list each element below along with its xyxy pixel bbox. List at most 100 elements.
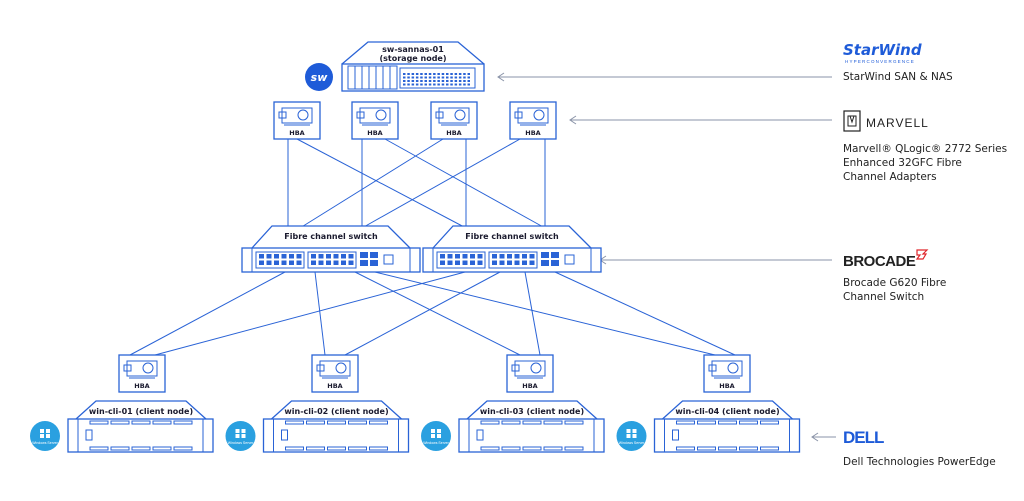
- switch-port-icon: [455, 260, 460, 265]
- windows-server-text: Windows Server: [423, 441, 449, 445]
- arrow-head-icon: [497, 72, 505, 82]
- hba-fan-icon: [530, 362, 542, 374]
- hba-card: HBA: [118, 354, 166, 393]
- vent-grille: [424, 80, 427, 82]
- vent-grille: [403, 83, 406, 86]
- hba-card: HBA: [430, 101, 478, 140]
- bezel-slot: [697, 446, 716, 451]
- dell-logo: DELL: [843, 428, 884, 447]
- client-bezel: [75, 400, 207, 420]
- hba-board-icon: [359, 107, 391, 124]
- client-bezel: [271, 400, 402, 420]
- hba-fan-icon: [335, 362, 347, 374]
- hba-fan-icon: [533, 109, 545, 121]
- port-group: [488, 251, 538, 269]
- starwind-badge-text: sw: [311, 71, 329, 84]
- switch-port-icon: [522, 254, 527, 259]
- vent-grille: [420, 80, 423, 82]
- connections: [129, 138, 736, 356]
- vent-grille: [411, 76, 415, 79]
- fibre-link: [344, 271, 501, 356]
- windows-server-text: Windows Server: [32, 441, 58, 445]
- vent-grille: [450, 73, 453, 75]
- starwind-logo-sub: HYPERCONVERGENCE: [845, 59, 915, 64]
- vent-grille: [467, 76, 470, 79]
- vent-grille: [441, 80, 445, 82]
- storage-node-name: sw-sannas-01: [382, 45, 444, 54]
- windows-server-icon: [616, 421, 647, 451]
- switch-label: Fibre channel switch: [284, 232, 378, 241]
- marvell-logo-icon: [843, 110, 861, 132]
- port-group: [436, 251, 486, 269]
- switch-port-icon: [341, 254, 346, 259]
- bezel-slot: [739, 446, 758, 451]
- bezel-slot: [676, 446, 695, 451]
- pointer-arrow: [569, 115, 832, 125]
- bezel-slot: [760, 446, 779, 451]
- vent-grille: [415, 83, 419, 86]
- vent-grille: [415, 76, 419, 79]
- bezel-slot: [718, 420, 737, 425]
- brocade-mark-icon: [915, 249, 929, 260]
- switch-port-icon: [522, 260, 527, 265]
- hba-label: HBA: [327, 382, 342, 390]
- switch-port-icon: [296, 254, 302, 259]
- switch-port-icon: [462, 254, 468, 259]
- bezel-slot: [522, 420, 542, 425]
- switch-port-icon: [477, 260, 483, 265]
- marvell-logo: MARVELL: [866, 116, 929, 130]
- vent-grille: [407, 76, 410, 79]
- vent-grille: [463, 76, 466, 79]
- port-group: [255, 251, 305, 269]
- switch-bezel: [432, 225, 592, 249]
- vent-grille: [441, 76, 445, 79]
- vent-grille: [403, 80, 406, 82]
- storage-node-role: (storage node): [379, 54, 446, 63]
- fibre-link: [354, 271, 521, 356]
- hba-board-icon: [319, 360, 351, 377]
- vent-grille: [467, 83, 470, 86]
- fibre-link: [384, 138, 546, 229]
- windows-server-text: Windows Server: [619, 441, 645, 445]
- vent-grille: [428, 76, 432, 79]
- bezel-slot: [306, 446, 325, 451]
- fibre-link: [524, 271, 541, 356]
- vent-grille: [407, 83, 410, 86]
- vent-grille: [458, 73, 462, 75]
- hba-port-icon: [278, 111, 287, 119]
- windows-logo-icon: [431, 429, 441, 438]
- bezel-slot: [285, 420, 304, 425]
- fibre-channel-switch: Fibre channel switch: [422, 225, 602, 273]
- hba-port-icon: [511, 364, 520, 372]
- vent-grille: [441, 73, 445, 75]
- hba-label: HBA: [719, 382, 734, 390]
- vent-grille: [433, 73, 436, 75]
- vent-grille: [458, 76, 462, 79]
- hba-card: HBA: [351, 101, 399, 140]
- switch-port-icon: [311, 260, 316, 265]
- hba-card: HBA: [703, 354, 751, 393]
- brocade-description: Brocade G620 Fibre: [843, 277, 946, 289]
- vent-grille: [467, 80, 470, 82]
- client-node-label: win-cli-02 (client node): [284, 407, 388, 416]
- switch-port-icon: [455, 254, 460, 259]
- fibre-link: [374, 271, 716, 356]
- vent-grille: [411, 83, 415, 86]
- windows-server-icon: [225, 421, 256, 451]
- switch-port-icon: [281, 260, 287, 265]
- switch-bezel: [251, 225, 411, 249]
- hba-board-icon: [711, 360, 743, 377]
- switch-label: Fibre channel switch: [465, 232, 559, 241]
- bezel-handle: [281, 429, 288, 441]
- vent-grille: [407, 80, 410, 82]
- bezel-slot: [327, 420, 346, 425]
- vent-grille: [407, 73, 410, 75]
- hba-label: HBA: [446, 129, 461, 137]
- vent-grille: [415, 73, 419, 75]
- bezel-slot: [131, 420, 151, 425]
- switch-port-icon: [289, 260, 294, 265]
- arrow-head-icon: [811, 432, 819, 442]
- mgmt-port-icon: [383, 254, 394, 265]
- switch-port-icon: [289, 254, 294, 259]
